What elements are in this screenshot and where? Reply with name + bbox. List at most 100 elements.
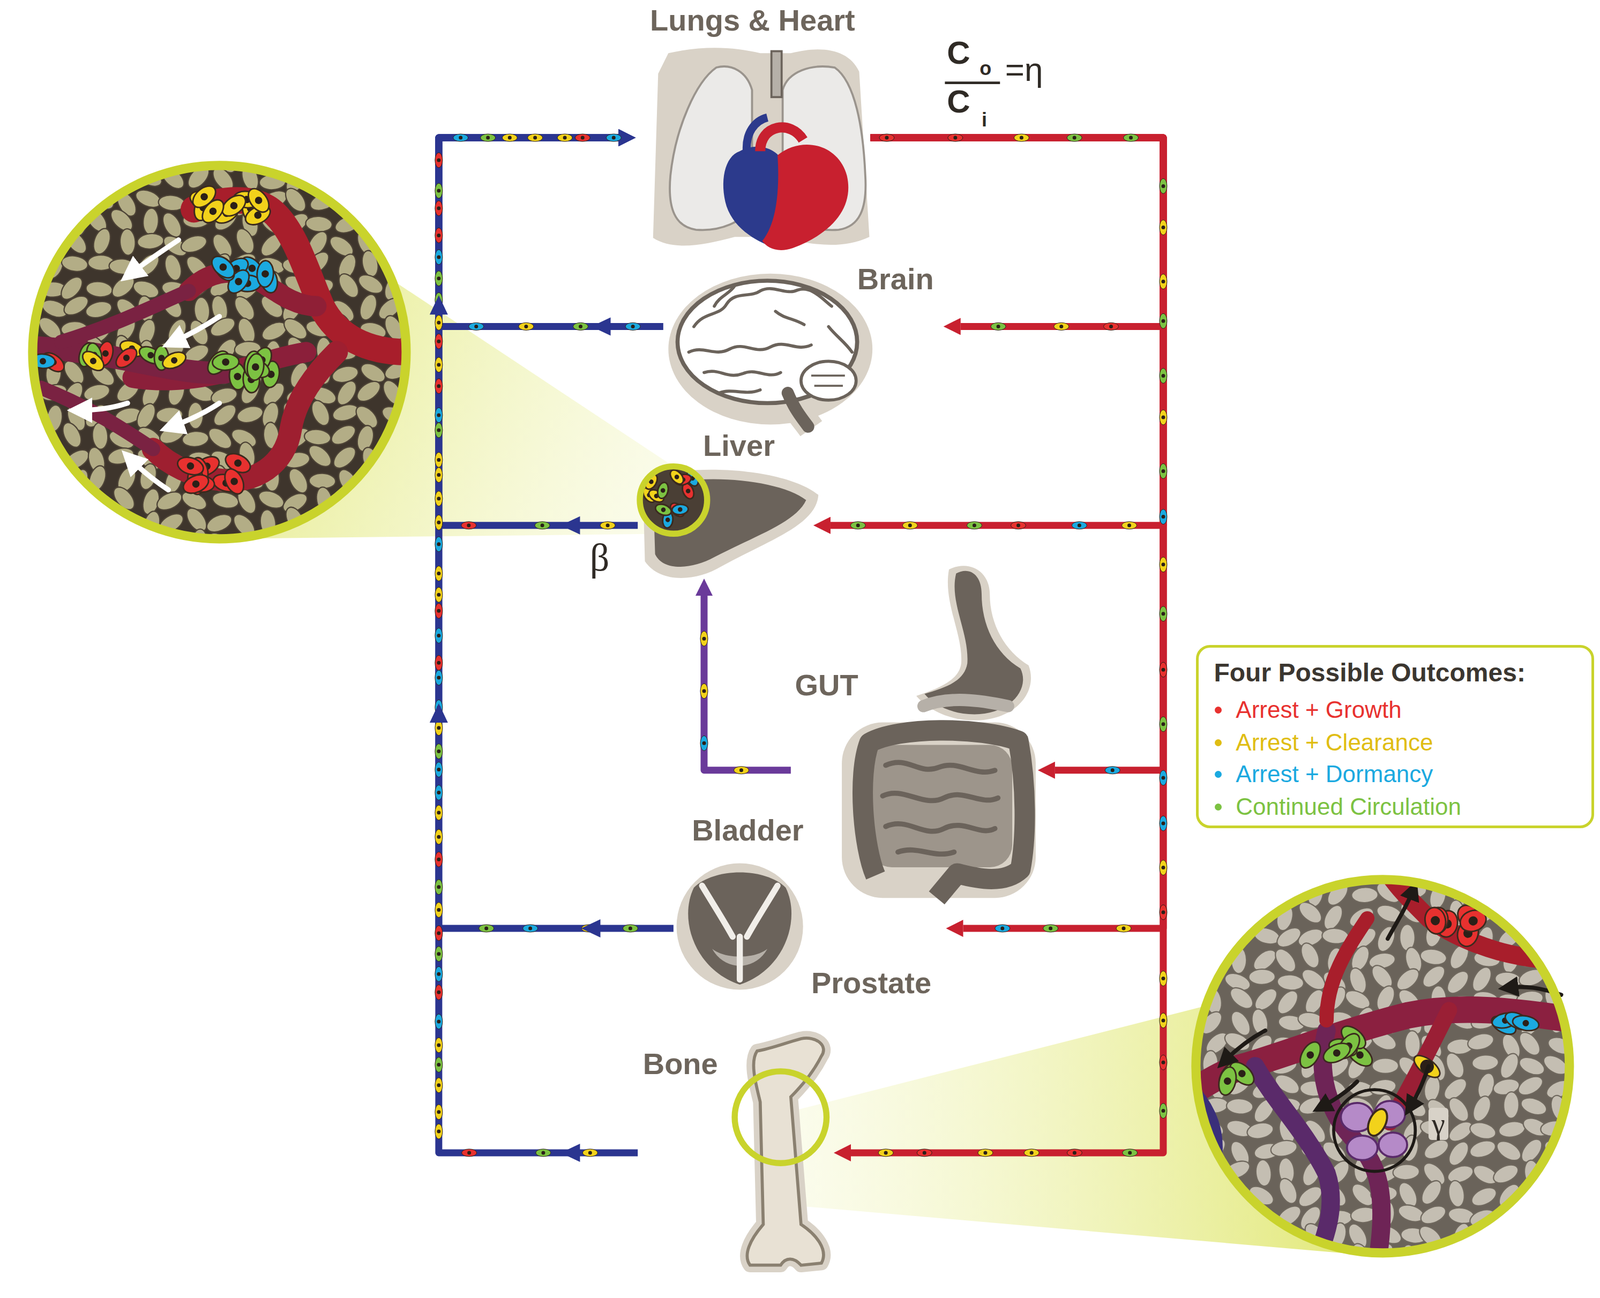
tissue-cell — [382, 483, 414, 513]
tissue-cell — [402, 472, 431, 490]
organ-label: Prostate — [811, 966, 932, 1001]
legend-text: Arrest + Clearance — [1235, 729, 1433, 757]
tissue-cell — [1225, 1098, 1254, 1116]
circulating-cell — [588, 1150, 593, 1155]
tissue-cell — [355, 163, 381, 194]
tissue-cell — [1177, 1158, 1203, 1190]
tissue-cell — [355, 271, 386, 298]
circulating-cell — [557, 133, 573, 142]
circulating-cell — [436, 952, 441, 956]
circulating-cell — [1159, 557, 1168, 573]
tissue-cell — [33, 192, 62, 213]
bladder-prostate-drawing — [701, 885, 733, 937]
circulating-cell — [435, 566, 443, 582]
circulating-cell — [435, 670, 443, 686]
legend-heading: Four Possible Outcomes: — [1213, 658, 1525, 688]
osteoclast — [1347, 1135, 1378, 1161]
circulating-cell — [557, 133, 573, 142]
circulating-cell — [435, 603, 443, 619]
circulating-cell — [435, 315, 443, 331]
tissue-cell — [1442, 1050, 1468, 1081]
tissue-cell — [1570, 1092, 1597, 1123]
circulating-cell — [479, 924, 495, 933]
circulating-cell — [436, 810, 441, 815]
tissue-cell — [406, 422, 437, 450]
circulating-cell — [622, 924, 638, 933]
tissue-cell — [1494, 884, 1523, 903]
circulating-cell — [1161, 722, 1165, 727]
circulating-cell — [436, 458, 441, 462]
tumor-cell — [256, 260, 274, 288]
circulating-cell — [1161, 910, 1165, 915]
circulating-cell — [436, 835, 441, 840]
gut-drawing — [924, 571, 1023, 715]
tissue-cell — [1514, 883, 1544, 904]
tumor-cell — [245, 352, 266, 381]
tissue-cell — [1569, 1200, 1594, 1231]
circulating-cell — [1161, 1018, 1165, 1023]
circulating-cell — [435, 1057, 443, 1073]
red-vessel — [850, 137, 1164, 1154]
circulating-cell — [606, 133, 622, 142]
brain-drawing — [801, 361, 857, 400]
lungs-heart-drawing — [760, 127, 804, 152]
tumor-cell-cluster — [1488, 1008, 1540, 1039]
tumor-cell — [79, 347, 108, 375]
circulating-cell — [435, 467, 443, 483]
tissue-cell — [60, 507, 91, 537]
tissue-cell — [405, 206, 436, 237]
tissue-cell — [1199, 1226, 1230, 1252]
circulating-cell — [1159, 463, 1168, 479]
bladder-prostate-drawing — [688, 872, 792, 985]
tumor-cell — [221, 466, 248, 498]
circulating-cell — [435, 536, 443, 552]
tissue-cell — [1520, 1223, 1549, 1255]
flow-arrowhead — [560, 1144, 580, 1163]
tumor-cell — [655, 481, 670, 500]
circulating-cell — [1159, 905, 1168, 921]
gut-drawing — [841, 722, 1036, 899]
circulating-cell — [435, 152, 443, 168]
liver-drawing — [639, 466, 708, 535]
tissue-cell — [1467, 1138, 1498, 1162]
organ-node: GUT — [790, 566, 1036, 807]
tumor-cell — [251, 362, 260, 371]
circulating-cell — [1161, 469, 1165, 474]
circulating-cell — [1104, 766, 1120, 775]
circulating-cell — [436, 1043, 441, 1048]
tissue-cell — [1468, 1184, 1500, 1210]
circulating-cell — [435, 805, 443, 821]
tissue-cell — [1172, 930, 1201, 948]
tissue-cell — [1496, 1050, 1522, 1082]
circulating-cell — [436, 320, 441, 325]
circulating-cell — [436, 520, 441, 525]
legend-text: Arrest + Dormancy — [1235, 760, 1433, 789]
tissue-cell — [377, 507, 406, 539]
tissue-cell — [1177, 944, 1209, 971]
circulating-cell — [1159, 905, 1168, 921]
circulating-cell — [435, 784, 443, 800]
organ-label: GUT — [794, 668, 858, 703]
circulating-cell — [435, 378, 443, 394]
circulating-cell — [1072, 1150, 1077, 1155]
flow-arrowhead — [591, 317, 611, 336]
circulating-cell — [436, 633, 441, 638]
circulating-cell — [435, 514, 443, 530]
circulating-cell — [1071, 521, 1087, 530]
circulating-cell — [435, 422, 443, 438]
circulating-cell — [1159, 1055, 1168, 1071]
tumor-cell — [677, 506, 683, 512]
tumor-cell — [79, 347, 108, 375]
circulating-cell — [916, 1149, 932, 1157]
circulating-cell — [622, 924, 638, 933]
tissue-cell — [63, 192, 93, 214]
circulating-cell — [435, 378, 443, 394]
circulating-cell — [435, 452, 443, 468]
tissue-cell — [1225, 878, 1245, 907]
circulating-cell — [435, 422, 443, 438]
tissue-cell — [108, 151, 137, 169]
tissue-cell — [407, 355, 436, 387]
circulating-cell — [1116, 924, 1132, 933]
legend-box: Four Possible Outcomes:Arrest + GrowthAr… — [1195, 645, 1595, 829]
